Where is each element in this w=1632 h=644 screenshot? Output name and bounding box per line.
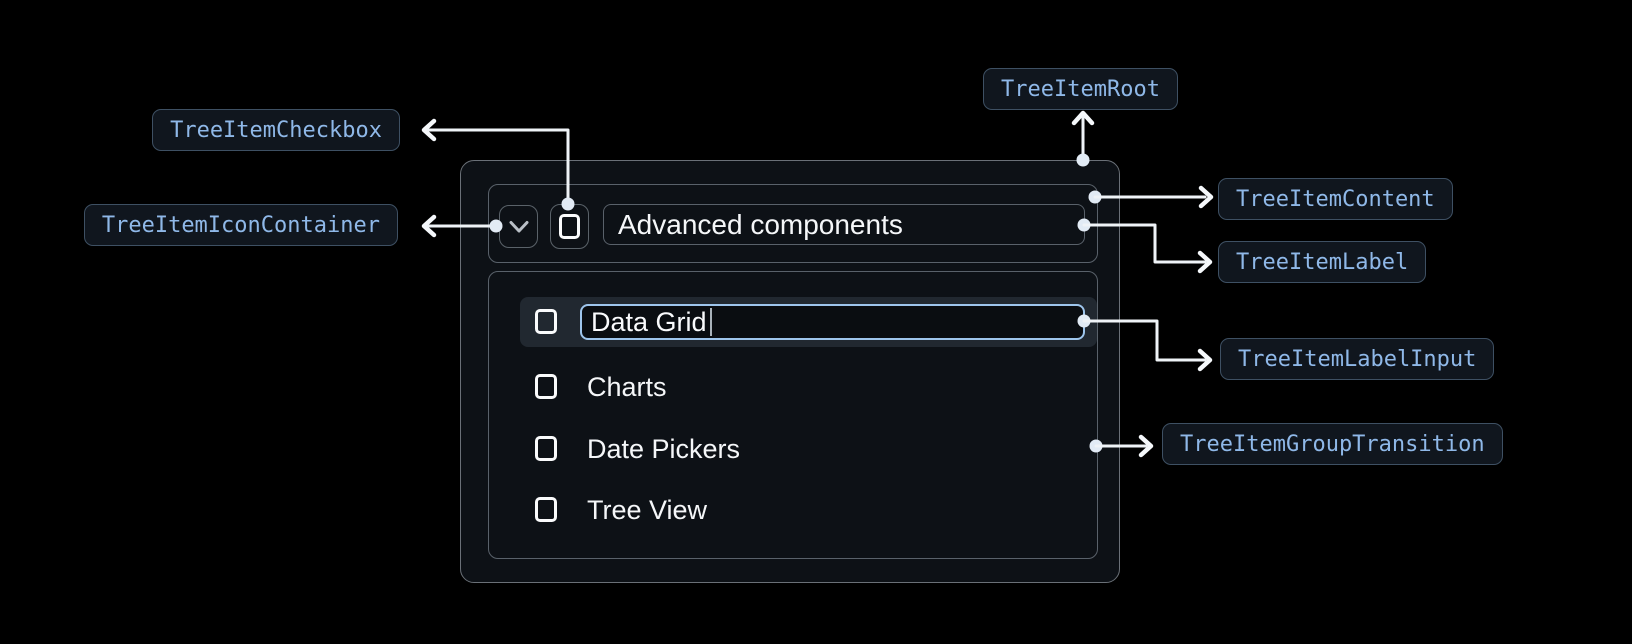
badge-tree-item-label: TreeItemLabel — [1218, 241, 1427, 283]
badge-tree-item-icon-container: TreeItemIconContainer — [83, 204, 398, 246]
tree-item-label-text: Charts — [587, 372, 667, 402]
label-input-value: Data Grid — [591, 306, 707, 337]
connector-root — [1071, 110, 1095, 167]
tree-item-label-input[interactable]: Data Grid — [580, 304, 1085, 340]
checkbox-blank-icon[interactable] — [535, 374, 557, 399]
text-caret — [709, 308, 713, 336]
checkbox-blank-icon[interactable] — [535, 436, 557, 461]
tree-item-root: Advanced components Data Grid Charts Dat… — [460, 160, 1120, 583]
badge-tree-item-label-input: TreeItemLabelInput — [1220, 338, 1495, 380]
checkbox-blank-icon — [559, 214, 580, 239]
badge-tree-item-group-transition: TreeItemGroupTransition — [1162, 423, 1503, 465]
tree-item-label: Advanced components — [603, 204, 1085, 245]
badge-tree-item-root: TreeItemRoot — [983, 68, 1178, 110]
tree-item-label-text: Advanced components — [618, 208, 903, 240]
tree-item-row-tree-view[interactable]: Tree View — [520, 485, 1097, 535]
tree-item-icon-container[interactable] — [499, 205, 538, 248]
checkbox-blank-icon[interactable] — [535, 497, 557, 522]
tree-item-row-date-pickers[interactable]: Date Pickers — [520, 424, 1097, 474]
tree-item-label-text: Date Pickers — [587, 434, 741, 464]
badge-tree-item-content: TreeItemContent — [1218, 178, 1453, 220]
tree-item-checkbox[interactable] — [550, 204, 589, 249]
checkbox-blank-icon[interactable] — [535, 309, 557, 334]
badge-tree-item-checkbox: TreeItemCheckbox — [152, 109, 400, 151]
tree-item-label-text: Tree View — [587, 495, 708, 525]
chevron-down-icon — [508, 220, 530, 234]
tree-item-row-charts[interactable]: Charts — [520, 362, 1097, 412]
tree-item-row-data-grid[interactable]: Data Grid — [520, 297, 1097, 347]
tree-item-group-transition: Data Grid Charts Date Pickers Tree View — [488, 271, 1098, 559]
tree-item-content[interactable]: Advanced components — [488, 184, 1098, 263]
